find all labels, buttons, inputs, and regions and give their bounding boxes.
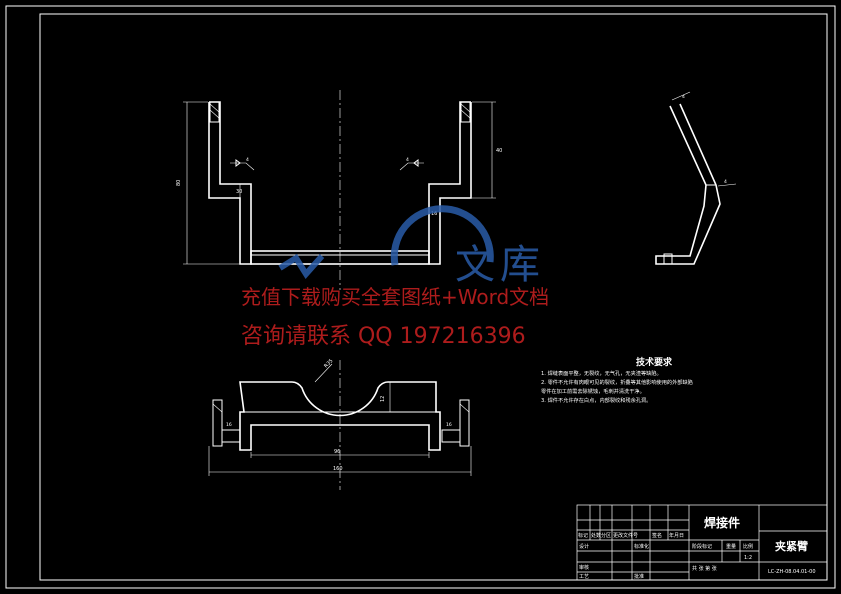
tb-scale: 1:2: [744, 555, 752, 561]
tb-designer: 设计: [579, 543, 589, 550]
tech-requirements: 技术要求 1. 焊缝表面平整，无裂纹，无气孔，无夹渣等缺陷。 2. 零件不允许有…: [541, 356, 693, 404]
dim-bottom-total: 160: [333, 466, 343, 472]
side-view: 4 4: [655, 91, 737, 265]
title-block: 标记 处数 分区 更改文件号 签名 年月日 设计 标准化 审核 工艺 批准 焊接…: [576, 504, 828, 581]
tb-row-label-3: 更改文件号: [613, 532, 638, 539]
tech-req-item-3: 零件在加工前需去除锈蚀，毛刺并清洗干净。: [541, 387, 645, 395]
bottom-view: 96 160 R35 12 16 16: [208, 358, 472, 490]
side-weld-top: 4: [682, 94, 685, 100]
watermark-line-2: 咨询请联系 QQ 197216396: [241, 324, 526, 349]
tech-req-item-1: 1. 焊缝表面平整，无裂纹，无气孔，无夹渣等缺陷。: [541, 369, 662, 377]
watermark: 文 库 充值下载购买全套图纸+Word文档 咨询请联系 QQ 197216396: [241, 205, 549, 349]
dim-front-inner: 30: [236, 189, 242, 195]
tb-stage-label: 阶段标记: [692, 543, 712, 550]
tb-row-label-1: 处数: [591, 532, 601, 539]
tech-req-title: 技术要求: [636, 356, 673, 368]
tb-part-type: 焊接件: [704, 515, 740, 530]
dim-front-right: 40: [496, 148, 502, 154]
tech-req-item-4: 3. 焊件不允许存在白点，内部裂纹和残余孔洞。: [541, 396, 651, 404]
tb-row-label-2: 分区: [601, 532, 611, 539]
watermark-logo-char-1: 文: [455, 242, 495, 288]
tb-row-label-5: 年月日: [669, 532, 684, 539]
front-view: 80 30 40 16 4 4: [176, 90, 502, 290]
tb-weight-label: 重量: [726, 543, 736, 550]
tb-sheet-label: 共 张 第 张: [692, 565, 717, 572]
inner-border: [39, 13, 828, 581]
weld-right-label: 4: [406, 157, 409, 163]
tech-req-item-2: 2. 零件不允许有肉眼可见的裂纹，折叠等其他影响使用的外部缺陷: [541, 378, 693, 386]
watermark-line-1: 充值下载购买全套图纸+Word文档: [241, 285, 549, 309]
tb-drawing-number: LC-ZH-08.04.01-00: [768, 569, 816, 575]
tb-process: 工艺: [579, 574, 589, 580]
watermark-logo-char-2: 库: [500, 242, 540, 288]
dim-front-height: 80: [176, 180, 182, 186]
tb-checker: 审核: [579, 564, 589, 571]
dim-front-top: 16: [431, 211, 437, 217]
dim-bottom-radius: R35: [323, 358, 334, 369]
dim-bottom-depth: 12: [380, 396, 386, 402]
tb-scale-label: 比例: [743, 543, 753, 550]
dim-bottom-inner: 96: [334, 449, 340, 455]
tb-row-label-4: 签名: [652, 532, 662, 539]
tb-std: 标准化: [634, 543, 649, 550]
dim-bottom-small-2: 16: [446, 422, 452, 428]
tb-row-label-0: 标记: [578, 532, 588, 539]
tb-approve: 批准: [634, 573, 644, 580]
dim-bottom-small-1: 16: [226, 422, 232, 428]
tb-part-name: 夹紧臂: [775, 539, 808, 553]
outer-border: [5, 5, 836, 589]
side-weld-bottom: 4: [724, 179, 727, 185]
weld-left-label: 4: [246, 157, 249, 163]
